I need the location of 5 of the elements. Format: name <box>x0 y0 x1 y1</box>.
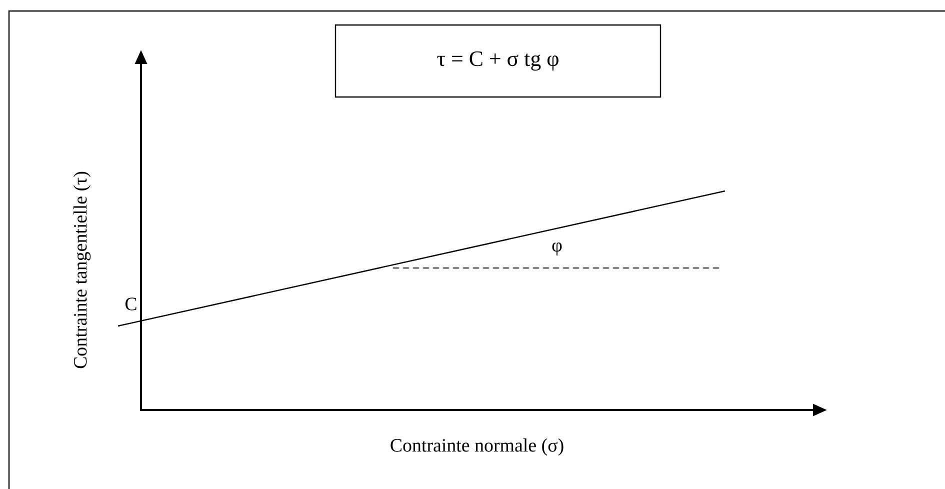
formula-box: τ = C + σ tg φ <box>334 24 662 98</box>
axis-label: Contrainte tangentielle (τ) <box>73 172 91 368</box>
angle-label: φ <box>552 242 562 256</box>
intercept-label: C <box>125 298 136 310</box>
axis-label: Contrainte normale (σ) <box>390 438 564 456</box>
